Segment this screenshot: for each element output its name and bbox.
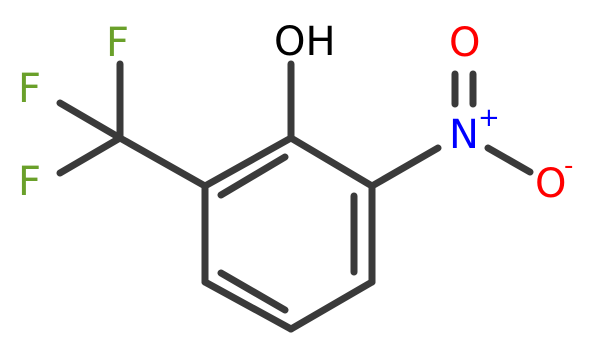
nitrogen-label: N xyxy=(449,112,479,158)
nitrogen-charge: + xyxy=(478,103,500,133)
bond-c6-cf3 xyxy=(116,134,209,190)
fluorine-left-label: F xyxy=(18,66,41,112)
ring-bond-c6-c1 xyxy=(201,134,295,190)
inner-double-bond-c4-c5 xyxy=(217,269,289,314)
bond-c2-n xyxy=(368,144,442,190)
ring-bond-c4-c5 xyxy=(201,278,295,333)
bond-cf3-f-left xyxy=(56,99,124,142)
fluorine-bottom-label: F xyxy=(18,159,41,205)
fluorine-top-label: F xyxy=(106,20,129,66)
bond-n-o-right xyxy=(484,144,534,176)
bond-cf3-f-bottom xyxy=(56,134,124,177)
oxygen-double-label: O xyxy=(449,20,480,66)
hydroxyl-label: OH xyxy=(274,19,336,65)
inner-double-bond-c1-c6 xyxy=(217,153,289,199)
ring-bond-c1-c2 xyxy=(287,134,376,190)
ring-bond-c3-c4 xyxy=(287,278,376,333)
oxygen-single-charge: - xyxy=(564,151,573,181)
oxygen-single-label: O xyxy=(535,161,566,207)
